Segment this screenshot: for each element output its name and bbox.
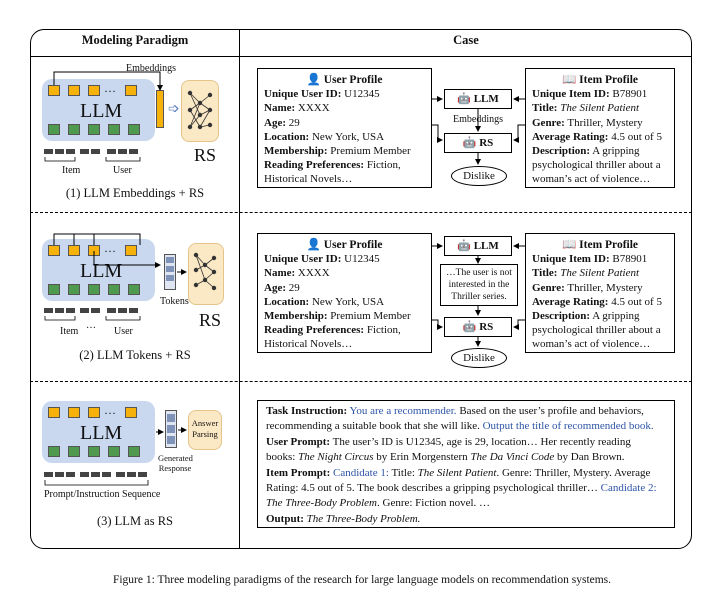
item-profile-card-1: 📖 Item Profile Unique Item ID: B78901 Ti… — [525, 68, 675, 188]
item-label: Item — [62, 165, 81, 176]
input-token — [68, 407, 80, 418]
input-token — [125, 85, 137, 96]
output-token — [68, 284, 80, 295]
figure-caption: Figure 1: Three modeling paradigms of th… — [112, 574, 612, 586]
user-label: User — [113, 165, 132, 176]
item-profile-title: Item Profile — [579, 239, 639, 251]
output-token — [108, 124, 120, 135]
panel-2-caption: (2) LLM Tokens + RS — [79, 348, 191, 362]
rs-label: RS — [194, 145, 217, 165]
output-token — [88, 124, 100, 135]
llm-label: LLM — [80, 100, 123, 122]
robot-icon: 🤖 — [457, 93, 471, 105]
rs-label: RS — [199, 310, 222, 330]
output-token — [68, 124, 80, 135]
column-divider — [239, 29, 240, 549]
ellipsis: … — [104, 81, 116, 95]
rs-network-1 — [181, 80, 219, 142]
input-token — [48, 85, 60, 96]
rs-node-1: 🤖 RS — [444, 133, 512, 153]
user-icon: 👤 — [306, 239, 321, 251]
book-icon: 📖 — [561, 74, 577, 86]
robot-icon: 🤖 — [462, 321, 477, 333]
user-profile-card-2: 👤 User Profile Unique User ID: U12345 Na… — [257, 233, 432, 353]
rs-network-2 — [188, 243, 224, 305]
panel-3-caption: (3) LLM as RS — [96, 514, 174, 528]
header-case: Case — [453, 33, 479, 47]
ellipsis: … — [104, 403, 116, 417]
output-token — [128, 446, 140, 457]
output-token — [48, 446, 60, 457]
llm-node-2: 🤖 LLM — [444, 236, 512, 256]
llm-node-1: 🤖 LLM — [444, 89, 512, 109]
dislike-result-2: Dislike — [451, 348, 507, 368]
input-token — [48, 245, 60, 256]
output-token — [48, 124, 60, 135]
row-divider-1 — [30, 212, 692, 213]
user-profile-title: User Profile — [323, 239, 383, 251]
user-profile-card-1: 👤 User Profile Unique User ID: U12345 Na… — [257, 68, 432, 188]
embeddings-label: Embeddings — [126, 63, 176, 74]
user-label: User — [114, 326, 133, 337]
llm-label: LLM — [80, 422, 123, 444]
output-token — [108, 446, 120, 457]
user-icon: 👤 — [306, 74, 321, 86]
output-token — [88, 446, 100, 457]
input-token — [125, 407, 137, 418]
user-profile-title: User Profile — [323, 74, 383, 86]
input-token — [125, 245, 137, 256]
item-profile-card-2: 📖 Item Profile Unique Item ID: B78901 Ti… — [525, 233, 675, 353]
panel-1-caption: (1) LLM Embeddings + RS — [65, 186, 205, 200]
ellipsis: … — [104, 241, 116, 255]
output-token — [88, 284, 100, 295]
item-label: Item — [60, 326, 79, 337]
sequence-label: Prompt/Instruction Sequence — [44, 489, 161, 500]
output-token — [68, 446, 80, 457]
output-token — [108, 284, 120, 295]
header-divider — [30, 56, 692, 57]
rs-node-2: 🤖 RS — [444, 317, 512, 337]
robot-icon: 🤖 — [457, 240, 471, 252]
input-token — [68, 85, 80, 96]
figure-frame — [30, 29, 692, 549]
header-modeling-paradigm: Modeling Paradigm — [81, 33, 189, 47]
input-token — [88, 407, 100, 418]
book-icon: 📖 — [561, 239, 577, 251]
row-divider-2 — [30, 381, 692, 382]
llm-as-rs-prompt-card: Task Instruction: You are a recommender.… — [257, 400, 675, 528]
input-token — [68, 245, 80, 256]
output-token — [128, 124, 140, 135]
arrow-right-icon: ➩ — [168, 102, 180, 117]
output-token — [48, 284, 60, 295]
output-token — [128, 284, 140, 295]
item-profile-title: Item Profile — [579, 74, 639, 86]
input-token — [88, 85, 100, 96]
input-token — [48, 407, 60, 418]
dislike-result-1: Dislike — [451, 166, 507, 186]
robot-icon: 🤖 — [462, 137, 477, 149]
ellipsis: … — [86, 320, 96, 331]
tokens-label: Tokens — [160, 296, 189, 307]
